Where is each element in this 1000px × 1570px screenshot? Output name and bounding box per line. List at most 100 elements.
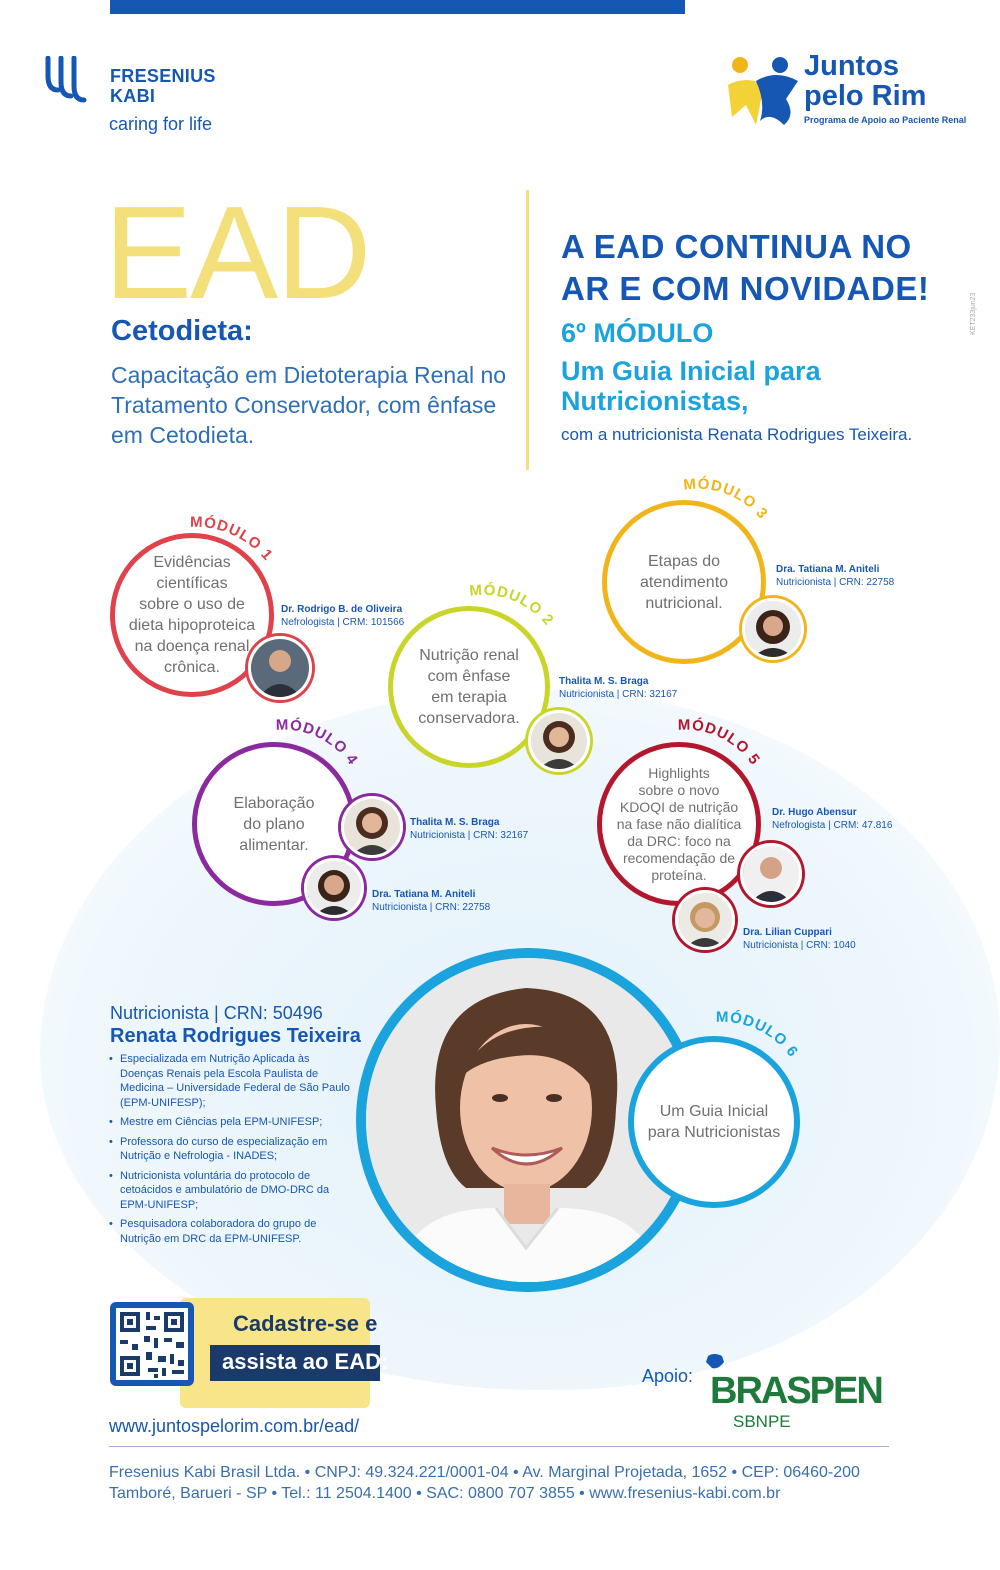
speaker-avatar-lilian <box>675 890 735 950</box>
module-1-text: dieta hipoproteica <box>128 617 256 634</box>
speaker-name: Dra. Tatiana M. Aniteli <box>776 564 880 575</box>
cta-line2-band <box>210 1345 380 1381</box>
module-4-text: alimentar. <box>239 836 309 854</box>
speaker-avatar-tatiana <box>742 598 804 660</box>
program-name-line2: pelo Rim <box>804 80 927 112</box>
headline: A EAD CONTINUA NO AR E COM NOVIDADE! <box>561 228 930 307</box>
footer-line1: Fresenius Kabi Brasil Ltda. • CNPJ: 49.3… <box>109 1464 860 1481</box>
brand-tagline: caring for life <box>109 114 213 134</box>
speaker-role: Nefrologista | CRM: 47.816 <box>772 820 893 831</box>
speaker-name: Thalita M. S. Braga <box>410 817 500 828</box>
program-subtitle: Programa de Apoio ao Paciente Renal <box>804 115 967 125</box>
speaker-tatiana-2: Dra. Tatiana M. Aniteli Nutricionista | … <box>372 888 490 914</box>
module-4-text: Elaboração <box>233 794 315 812</box>
footer-divider <box>109 1446 889 1447</box>
guide-title: Um Guia Inicial para Nutricionistas, <box>561 356 821 416</box>
course-title: Cetodieta: <box>111 315 253 347</box>
top-bar <box>110 0 685 14</box>
juntos-pelo-rim-logo-icon <box>728 57 798 125</box>
cta-line1: Cadastre-se e <box>233 1311 378 1336</box>
speaker-role: Nutricionista | CRN: 32167 <box>410 830 529 841</box>
speaker-avatar-rodrigo <box>248 636 312 700</box>
module-3-text: Etapas do <box>647 552 721 570</box>
new-module-label: 6º MÓDULO <box>561 318 714 348</box>
divider <box>526 190 529 470</box>
speaker-lilian: Dra. Lilian Cuppari Nutricionista | CRN:… <box>743 926 856 952</box>
speaker-avatar-thalita <box>528 710 590 772</box>
module-5-text: KDOQI de nutrição <box>619 798 739 815</box>
bullet-item: Nutricionista voluntária do protocolo de… <box>109 1169 350 1213</box>
brand-line1: FRESENIUS <box>110 66 216 86</box>
speaker-avatar-thalita-2 <box>341 796 403 858</box>
speaker-role: Nutricionista | CRN: 22758 <box>776 577 895 588</box>
speaker-avatar-hugo <box>740 843 802 905</box>
speaker-tatiana-1: Dra. Tatiana M. Aniteli Nutricionista | … <box>776 563 894 589</box>
cta-line2: assista ao EAD: <box>222 1349 389 1374</box>
brand-line2: KABI <box>110 86 156 106</box>
braspen-map-icon <box>706 1354 724 1369</box>
qr-code-icon[interactable] <box>110 1302 194 1386</box>
module-5-circle: Highlights sobre o novo KDOQI de nutriçã… <box>597 742 761 906</box>
module-5-text: proteína. <box>651 866 707 883</box>
course-description: Capacitação em Dietoterapia Renal no Tra… <box>111 362 507 448</box>
speaker-role: Nutricionista | CRN: 22758 <box>372 902 491 913</box>
module-5-text: na fase não dialítica <box>616 815 742 832</box>
presenter-bullets: Especializada em Nutrição Aplicada às Do… <box>108 1052 350 1251</box>
fresenius-logo-icon <box>45 56 87 103</box>
brand-name: FRESENIUS KABI <box>110 66 216 106</box>
module-5-text: da DRC: foco na <box>627 832 731 849</box>
bullet-item: Mestre em Ciências pela EPM-UNIFESP; <box>109 1115 350 1130</box>
module-5-text: sobre o novo <box>638 781 720 798</box>
module-1-text: crônica. <box>163 659 221 676</box>
module-2-text: conservadora. <box>418 710 520 727</box>
module-6-text: Um Guia Inicial <box>659 1103 769 1120</box>
speaker-name: Dra. Tatiana M. Aniteli <box>372 889 476 900</box>
braspen-sub: SBNPE <box>733 1412 791 1431</box>
speaker-hugo: Dr. Hugo Abensur Nefrologista | CRM: 47.… <box>772 806 892 832</box>
ead-heading: EAD <box>104 179 371 326</box>
module-1-circle: Evidências científicas sobre o uso de di… <box>110 533 274 697</box>
speaker-thalita-2: Thalita M. S. Braga Nutricionista | CRN:… <box>410 816 528 842</box>
speaker-avatar-tatiana-2 <box>304 858 364 918</box>
presenter-name: Renata Rodrigues Teixeira <box>110 1025 361 1047</box>
guide-presenter-line: com a nutricionista Renata Rodrigues Tei… <box>561 425 913 444</box>
footer-line2: Tamboré, Barueri - SP • Tel.: 11 2504.14… <box>109 1485 781 1502</box>
module-2-text: Nutrição renal <box>419 647 519 664</box>
program-name-line1: Juntos <box>804 50 900 82</box>
speaker-name: Dra. Lilian Cuppari <box>743 927 832 938</box>
module-1-text: Evidências <box>153 554 231 571</box>
module-1-text: científicas <box>156 575 228 592</box>
braspen-logo: BRASPEN <box>710 1370 884 1412</box>
bullet-item: Especializada em Nutrição Aplicada às Do… <box>109 1052 350 1110</box>
module-3-text: nutricional. <box>645 594 723 612</box>
module-4-text: do plano <box>243 815 305 833</box>
footer: Fresenius Kabi Brasil Ltda. • CNPJ: 49.3… <box>109 1462 860 1504</box>
speaker-role: Nefrologista | CRM: 101566 <box>281 617 405 628</box>
speaker-role: Nutricionista | CRN: 1040 <box>743 940 856 951</box>
speaker-name: Dr. Hugo Abensur <box>772 807 857 818</box>
module-1-text: na doença renal <box>134 638 250 655</box>
side-code: KET233jun23 <box>970 292 977 335</box>
module-3-circle: Etapas do atendimento nutricional. <box>602 500 766 664</box>
presenter-role: Nutricionista | CRN: 50496 <box>110 1003 323 1023</box>
speaker-name: Thalita M. S. Braga <box>559 676 649 687</box>
registration-link[interactable]: www.juntospelorim.com.br/ead/ <box>109 1416 360 1436</box>
speaker-rodrigo: Dr. Rodrigo B. de Oliveira Nefrologista … <box>281 603 404 629</box>
speaker-name: Dr. Rodrigo B. de Oliveira <box>281 604 403 615</box>
module-6-circle: Um Guia Inicial para Nutricionistas <box>628 1036 800 1208</box>
module-1-text: sobre o uso de <box>139 596 245 613</box>
module-5-text: recomendação de <box>622 849 736 866</box>
bullet-item: Professora do curso de especialização em… <box>109 1135 350 1164</box>
module-3-text: atendimento <box>639 573 729 591</box>
module-2-circle: Nutrição renal com ênfase em terapia con… <box>388 606 550 768</box>
presenter-photo <box>366 958 690 1282</box>
cta-arrow-icon <box>320 1380 364 1408</box>
module-2-text: com ênfase <box>427 668 511 685</box>
speaker-role: Nutricionista | CRN: 32167 <box>559 689 678 700</box>
module-6-text: para Nutricionistas <box>647 1124 781 1141</box>
support-label: Apoio: <box>642 1366 694 1386</box>
module-2-text: em terapia <box>431 689 507 706</box>
speaker-thalita-1: Thalita M. S. Braga Nutricionista | CRN:… <box>559 675 677 701</box>
bullet-item: Pesquisadora colaboradora do grupo de Nu… <box>109 1217 350 1246</box>
module-5-text: Highlights <box>648 764 710 781</box>
